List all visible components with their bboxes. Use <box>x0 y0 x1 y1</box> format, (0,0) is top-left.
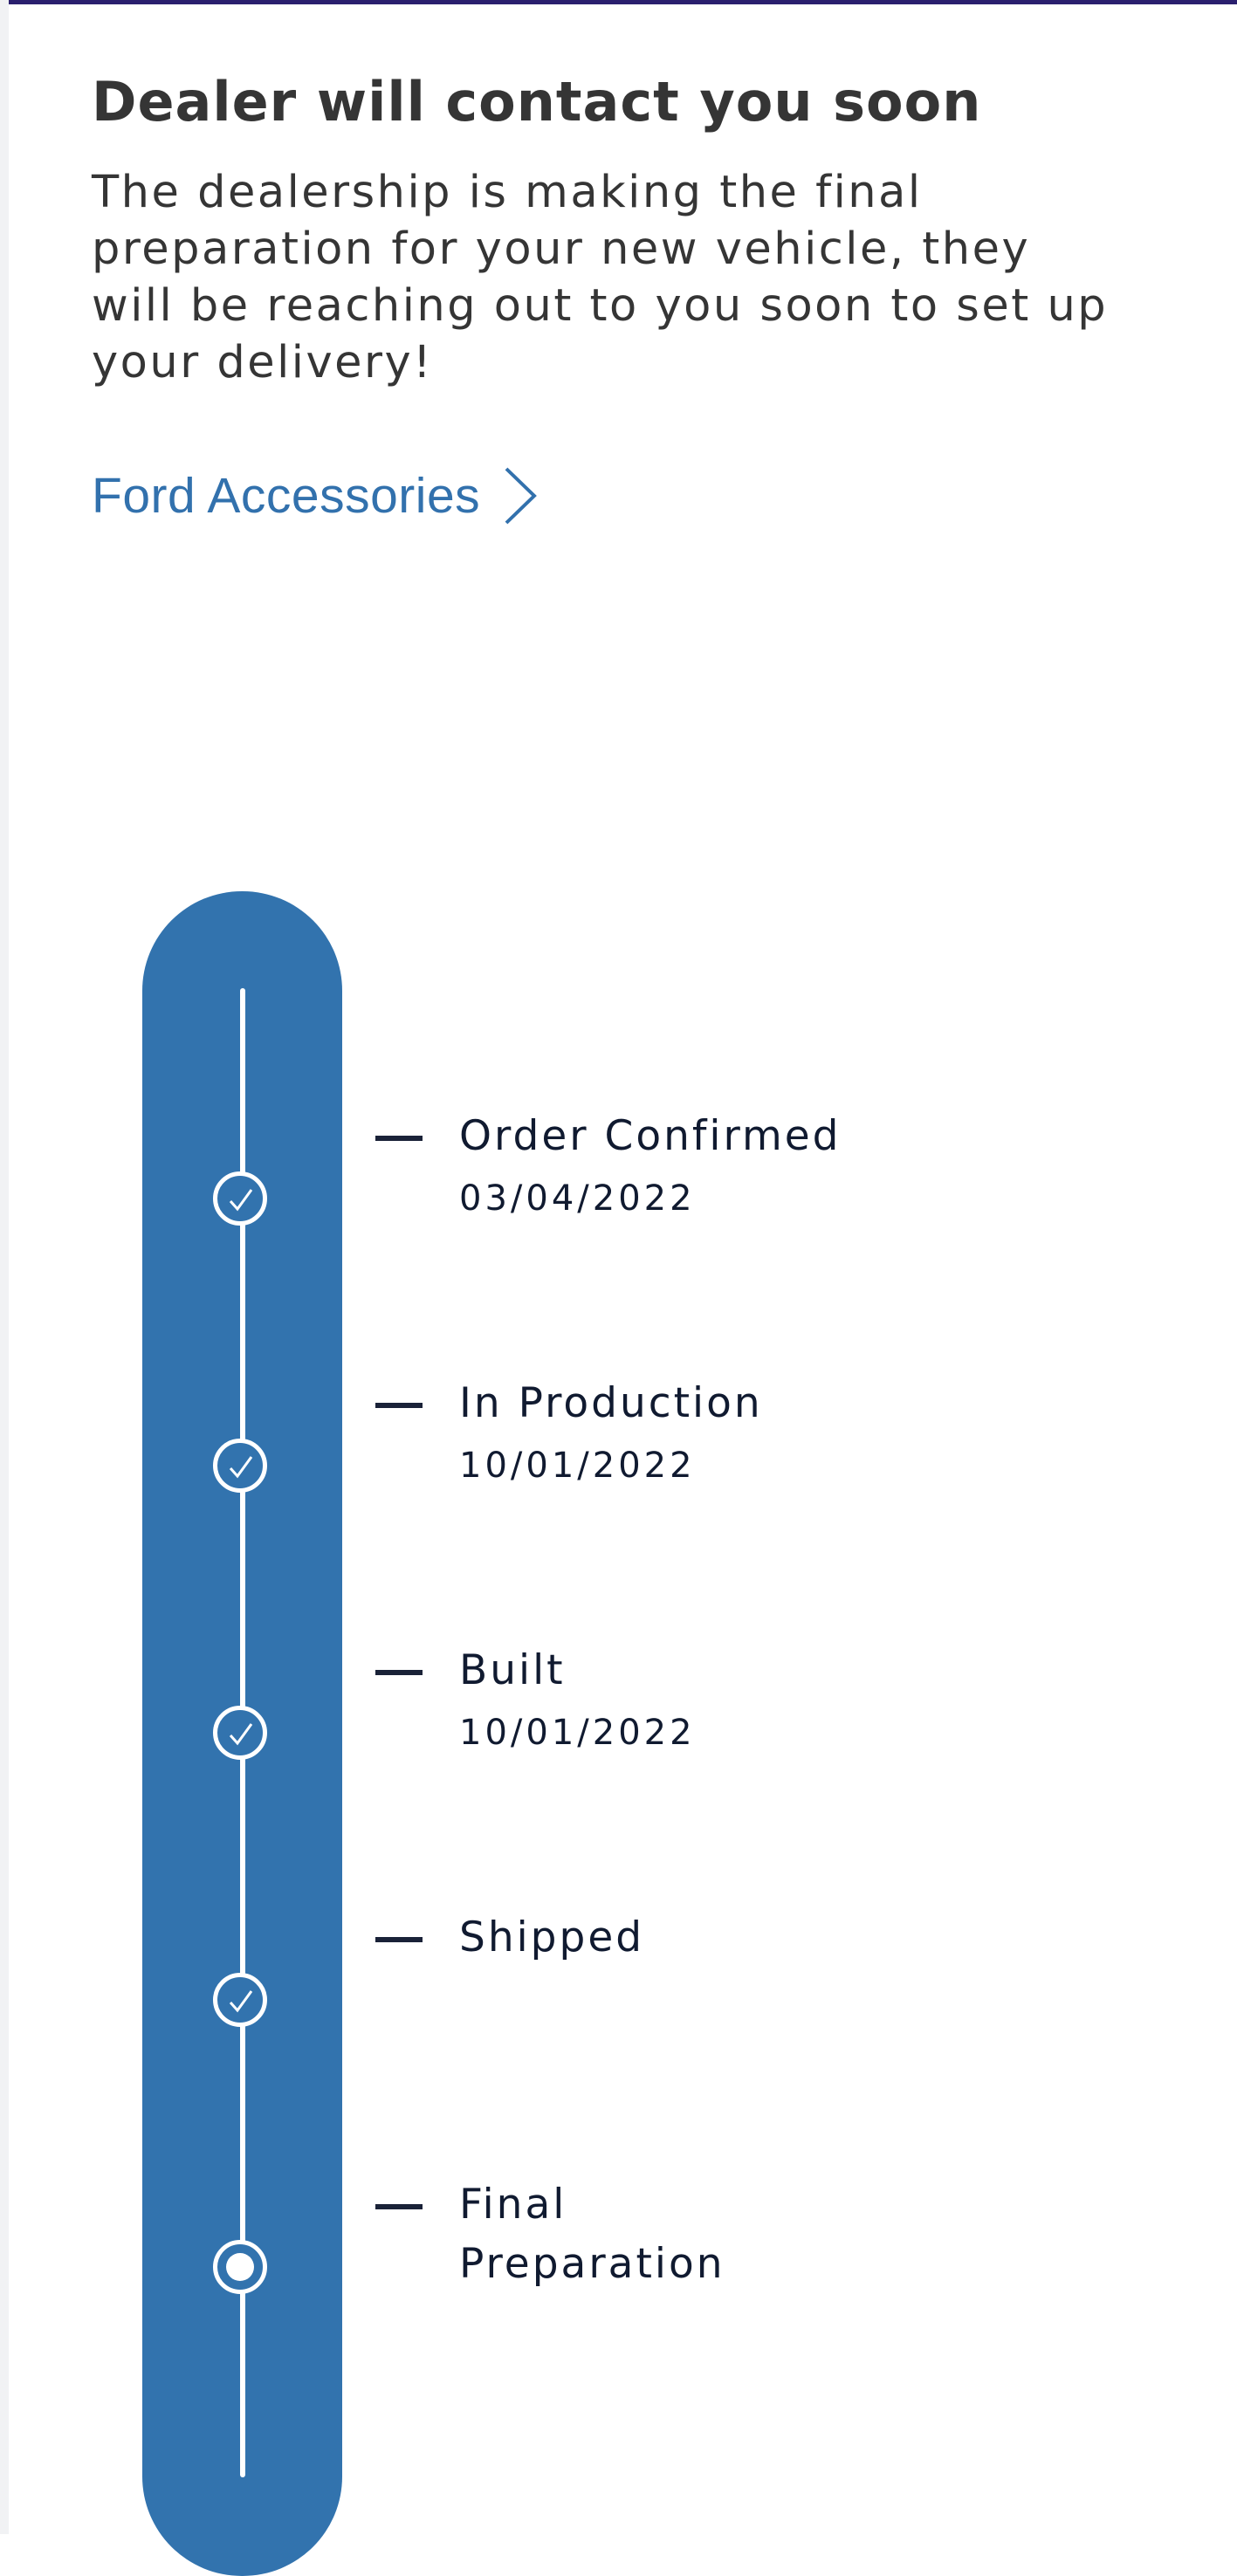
status-description: The dealership is making the final prepa… <box>92 167 1109 388</box>
ford-accessories-link-label: Ford Accessories <box>92 468 481 524</box>
top-accent-bar <box>0 0 1237 4</box>
step-1-dash <box>375 1136 423 1141</box>
page-title: Dealer will contact you soon <box>92 70 982 134</box>
step-2-date: 10/01/2022 <box>459 1446 696 1486</box>
step-2-label: In Production <box>459 1379 763 1427</box>
step-3-checkmark-icon <box>213 1706 267 1760</box>
step-1-checkmark-icon <box>213 1171 267 1226</box>
step-3-dash <box>375 1670 423 1675</box>
current-dot <box>226 2253 254 2281</box>
step-1-label: Order Confirmed <box>459 1112 842 1160</box>
status-header: Dealer will contact you soon The dealers… <box>92 63 1122 391</box>
step-2-dash <box>375 1403 423 1408</box>
step-2-checkmark-icon <box>213 1439 267 1493</box>
step-1-date: 03/04/2022 <box>459 1178 696 1219</box>
ford-accessories-link[interactable]: Ford Accessories <box>92 461 539 531</box>
step-4-checkmark-icon <box>213 1973 267 2027</box>
chevron-right-icon <box>505 467 538 525</box>
step-5-dash <box>375 2204 423 2209</box>
step-4-dash <box>375 1937 423 1942</box>
step-3-date: 10/01/2022 <box>459 1713 696 1753</box>
step-4-label: Shipped <box>459 1913 645 1961</box>
step-3-label: Built <box>459 1646 566 1694</box>
step-5-label: Final Preparation <box>459 2181 725 2288</box>
left-edge <box>0 0 9 2534</box>
step-5-current-dot-icon <box>213 2240 267 2294</box>
